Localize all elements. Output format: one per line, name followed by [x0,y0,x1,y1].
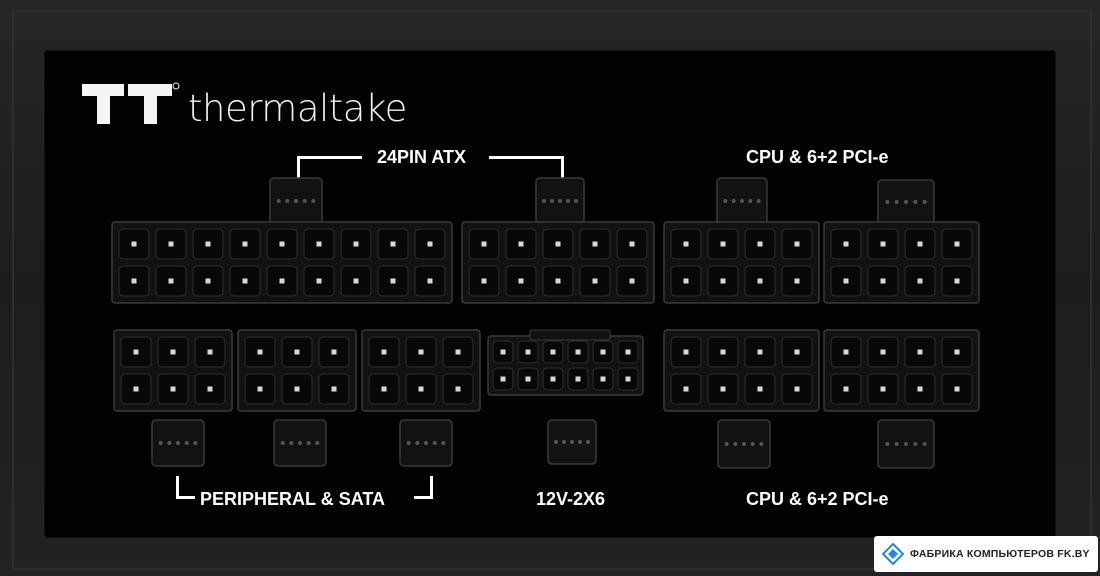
cpu-pcie-socket-top-2 [823,221,980,304]
cpu-pcie-socket-bottom-1 [663,329,820,412]
cpu-pcie-top-label: CPU & 6+2 PCI-e [746,147,889,167]
peripheral-sata-label: PERIPHERAL & SATA [200,489,386,509]
watermark-badge: ФАБРИКА КОМПЬЮТЕРОВ FK.BY [874,536,1098,572]
thermaltake-logo-icon [82,82,180,124]
atx-label: 24PIN ATX [377,147,467,167]
atx-bracket-left [297,156,362,179]
hpwr-sense-pins [529,329,611,341]
cpu-pcie-bottom-label: CPU & 6+2 PCI-e [746,489,889,509]
atx-bracket-right [489,156,564,179]
sata-bracket-right [414,476,433,499]
watermark-text: ФАБРИКА КОМПЬЮТЕРОВ FK.BY [910,548,1090,560]
fk-diamond-icon [882,543,904,565]
cpu-pcie-socket-bottom-2 [823,329,980,412]
cpu-pcie-socket-top-1 [663,221,820,304]
brand-wordmark: thermaltake [188,87,407,130]
hpwr-label: 12V-2X6 [536,489,606,509]
sata-bracket-left [176,476,195,499]
